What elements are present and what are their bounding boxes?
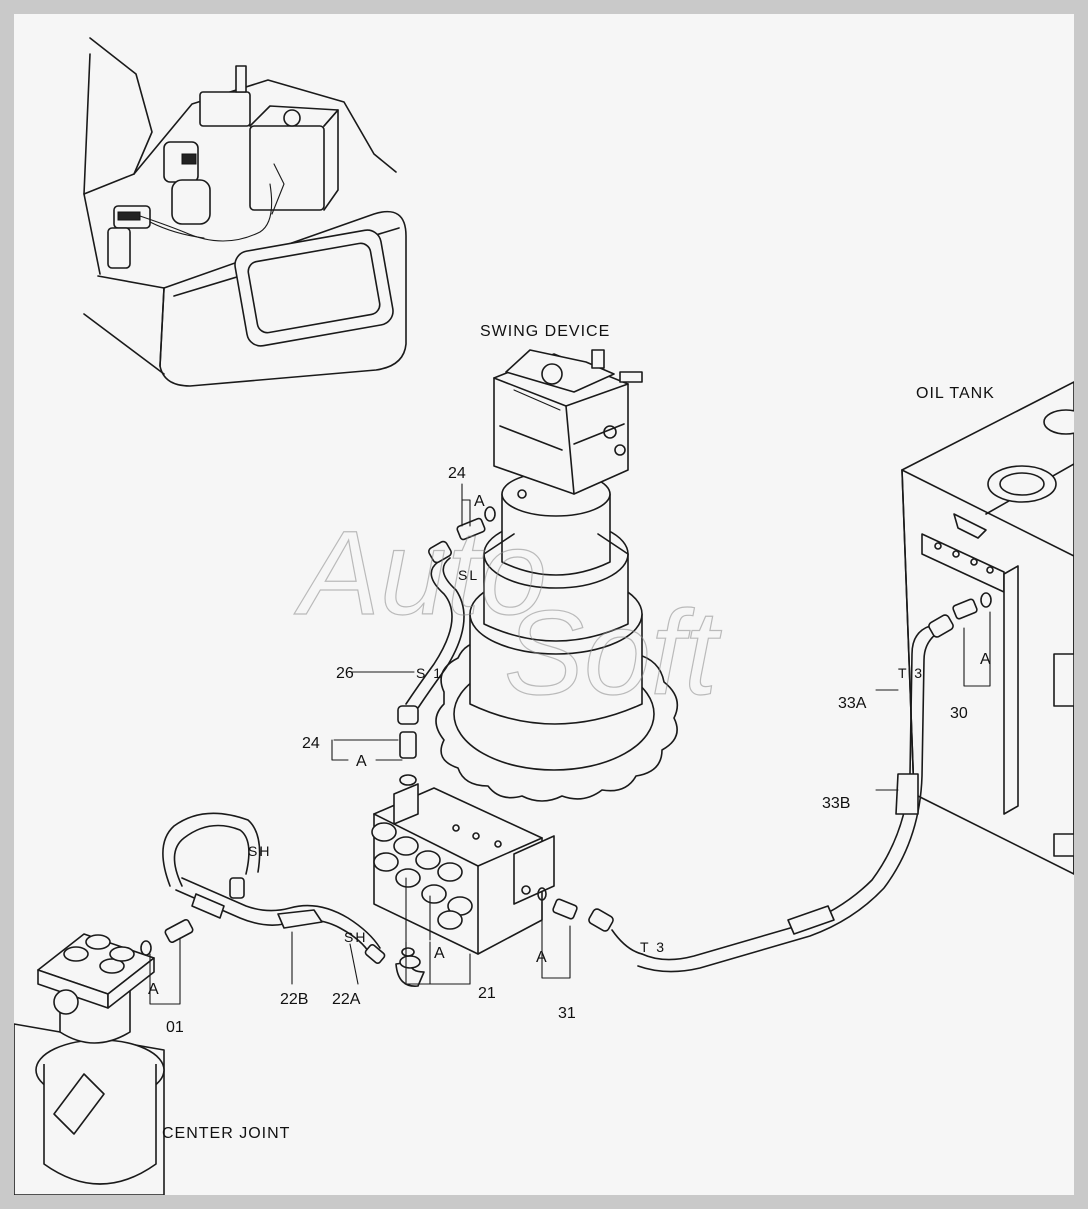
marker-a-31: A	[536, 949, 547, 966]
center-joint-illustration	[14, 933, 165, 1195]
callout-33a: 33A	[838, 695, 867, 712]
leader-lines	[149, 483, 991, 1005]
hose-tag-t3-tank: T 3	[898, 665, 924, 681]
callout-22b: 22B	[280, 991, 308, 1008]
parts-diagram: Auto Soft SWING DEVICE OIL TANK CENTER J…	[14, 37, 1074, 1195]
diagram-sheet: Auto Soft SWING DEVICE OIL TANK CENTER J…	[14, 14, 1074, 1195]
callout-24-top: 24	[448, 465, 466, 482]
marker-a-mid: A	[356, 753, 367, 770]
callout-21: 21	[478, 985, 496, 1002]
hose-tag-sh-upper: SH	[248, 843, 271, 859]
marker-a-30: A	[980, 651, 991, 668]
callout-33b: 33B	[822, 795, 850, 812]
hose-tag-t3-lower: T 3	[640, 939, 666, 955]
callout-31: 31	[558, 1005, 576, 1022]
hose-tag-sl: SL	[458, 567, 479, 583]
hose-tag-s1: S 1	[416, 665, 443, 681]
callout-30: 30	[950, 705, 968, 722]
callout-01: 01	[166, 1019, 184, 1036]
hoses	[162, 540, 954, 973]
callout-26: 26	[336, 665, 354, 682]
callout-22a: 22A	[332, 991, 361, 1008]
swing-device-label: SWING DEVICE	[480, 323, 610, 340]
marker-a-top: A	[474, 493, 485, 510]
swing-device-illustration	[435, 349, 679, 802]
marker-a-21: A	[434, 945, 445, 962]
marker-a-01: A	[148, 981, 159, 998]
hose-tag-sh-lower: SH	[344, 929, 367, 945]
valve-block-illustration	[371, 783, 555, 955]
watermark-text: Auto	[294, 506, 547, 640]
machine-body-illustration	[83, 37, 407, 387]
watermark-text-soft: Soft	[504, 586, 722, 720]
oil-tank-illustration	[901, 381, 1074, 875]
oil-tank-label: OIL TANK	[916, 385, 995, 402]
center-joint-label: CENTER JOINT	[162, 1125, 290, 1142]
fittings	[140, 506, 992, 987]
callout-24-mid: 24	[302, 735, 320, 752]
